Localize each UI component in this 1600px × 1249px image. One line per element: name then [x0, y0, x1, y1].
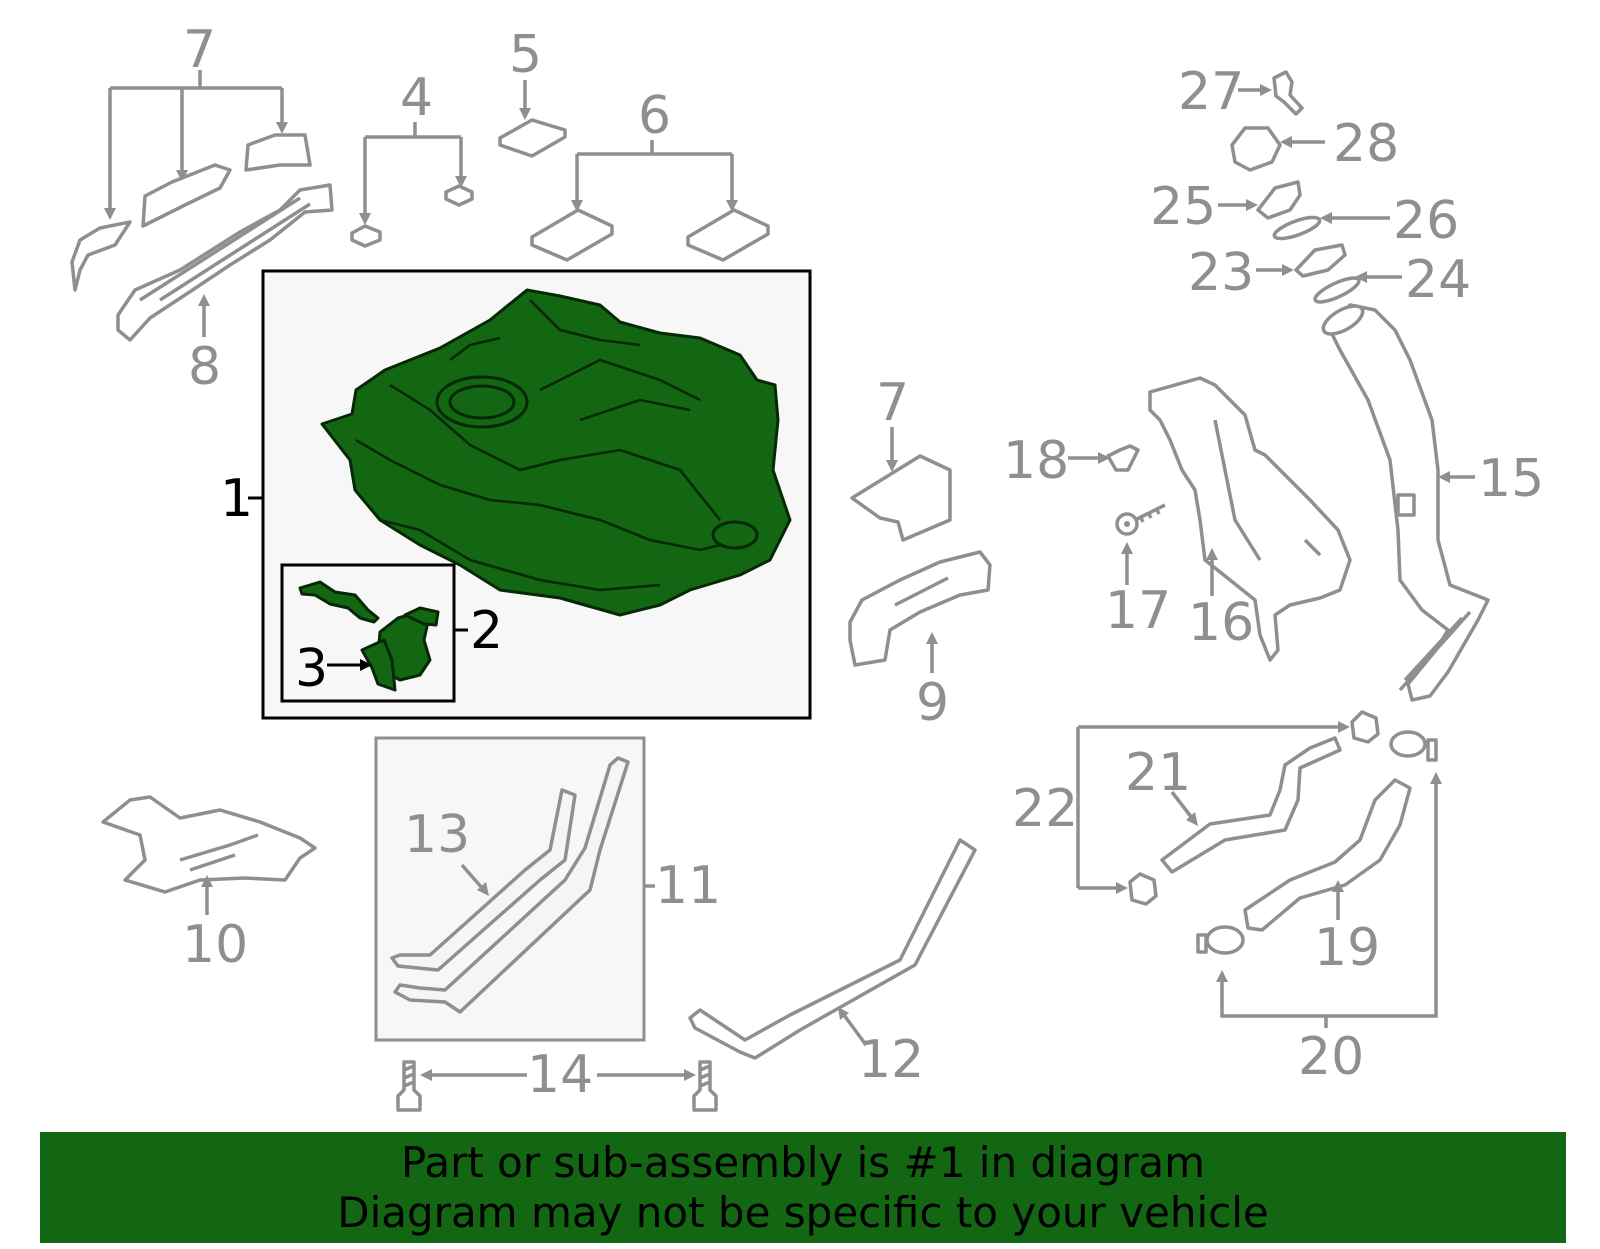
bracket-part-9[interactable]: [848, 550, 992, 667]
callout-16: 16: [1188, 593, 1254, 653]
leader-19: [1332, 880, 1344, 920]
bracket-part-7[interactable]: [70, 133, 312, 292]
leader-28: [1280, 136, 1325, 148]
leader-9: [926, 632, 938, 673]
leader-25: [1218, 199, 1258, 211]
callout-10: 10: [182, 915, 248, 975]
fuel-tank-part[interactable]: [320, 288, 792, 617]
callout-24: 24: [1405, 250, 1471, 310]
leader-21: [1170, 790, 1198, 826]
leader-3: [327, 659, 372, 671]
hose-part-19[interactable]: [1243, 778, 1412, 932]
callout-22: 22: [1012, 779, 1078, 839]
callout-3: 3: [295, 639, 328, 699]
leader-23: [1256, 264, 1294, 276]
strap-part-12[interactable]: [688, 838, 977, 1060]
leader-22: [1076, 721, 1350, 894]
callout-12: 12: [858, 1030, 924, 1090]
hose-part-21[interactable]: [1160, 736, 1342, 874]
callout-19: 19: [1314, 918, 1380, 978]
callout-26: 26: [1393, 191, 1459, 251]
bolt-part-14[interactable]: [396, 1060, 718, 1112]
callout-9: 9: [916, 673, 949, 733]
leader-26: [1320, 212, 1390, 224]
shield-part-10[interactable]: [101, 795, 317, 894]
rail-part-8[interactable]: [116, 183, 334, 342]
leader-20: [1216, 772, 1442, 1028]
fuel-pump-part[interactable]: [298, 580, 440, 692]
callout-4: 4: [400, 68, 433, 128]
clip-part-4[interactable]: [350, 184, 474, 248]
ring-part-24[interactable]: [1312, 274, 1361, 307]
banner-line-2: Diagram may not be specific to your vehi…: [337, 1187, 1269, 1237]
clamp-part-20[interactable]: [1196, 730, 1438, 955]
callout-14: 14: [527, 1045, 593, 1105]
callout-17: 17: [1105, 581, 1171, 641]
leader-7-mid: [886, 427, 898, 472]
seal-part-25[interactable]: [1256, 180, 1302, 220]
leader-5: [519, 80, 531, 120]
leader-10: [201, 875, 213, 915]
leader-6: [571, 140, 738, 212]
strap-part-13[interactable]: [390, 756, 630, 1014]
shield-part-16[interactable]: [1148, 376, 1352, 662]
callout-21: 21: [1125, 743, 1191, 803]
clip-part-18[interactable]: [1106, 444, 1140, 472]
banner-line-1: Part or sub-assembly is #1 in diagram: [400, 1137, 1206, 1187]
bolt-part-27[interactable]: [1272, 70, 1304, 116]
leader-15: [1438, 471, 1475, 483]
leader-4: [359, 122, 467, 225]
callout-8: 8: [188, 337, 221, 397]
pad-part-5[interactable]: [498, 118, 567, 158]
callout-27: 27: [1178, 62, 1244, 122]
callout-7-mid: 7: [876, 373, 909, 433]
leader-13: [460, 863, 489, 896]
callout-1: 1: [220, 469, 253, 529]
leader-12: [838, 1007, 868, 1047]
cap-part-28[interactable]: [1230, 126, 1282, 172]
ring-part-26[interactable]: [1272, 213, 1322, 243]
callout-2: 2: [470, 601, 503, 661]
leader-8: [198, 294, 210, 337]
clamp-part-22[interactable]: [1128, 710, 1380, 906]
disclaimer-banner: Part or sub-assembly is #1 in diagram Di…: [40, 1132, 1566, 1243]
leader-24: [1355, 271, 1402, 283]
callout-11: 11: [655, 856, 721, 916]
screw-part-17[interactable]: [1115, 503, 1166, 536]
leader-27: [1238, 84, 1272, 96]
callout-23: 23: [1188, 243, 1254, 303]
callout-28: 28: [1333, 114, 1399, 174]
leader-17: [1121, 542, 1133, 585]
callout-13: 13: [404, 805, 470, 865]
callout-5: 5: [509, 25, 542, 85]
callout-15: 15: [1478, 449, 1544, 509]
ring-part-23[interactable]: [1294, 243, 1347, 278]
filler-pipe-part-15[interactable]: [1319, 300, 1490, 702]
fuel-pump-box: [280, 563, 456, 703]
callout-20: 20: [1298, 1027, 1364, 1087]
pad-part-6[interactable]: [530, 208, 770, 262]
callout-6: 6: [638, 86, 671, 146]
leader-16: [1206, 548, 1218, 596]
callout-18: 18: [1003, 431, 1069, 491]
shield-part-7[interactable]: [850, 454, 952, 542]
callout-25: 25: [1150, 177, 1216, 237]
leader-7-top: [104, 70, 288, 220]
leader-18: [1068, 452, 1110, 464]
leader-14: [420, 1069, 696, 1081]
